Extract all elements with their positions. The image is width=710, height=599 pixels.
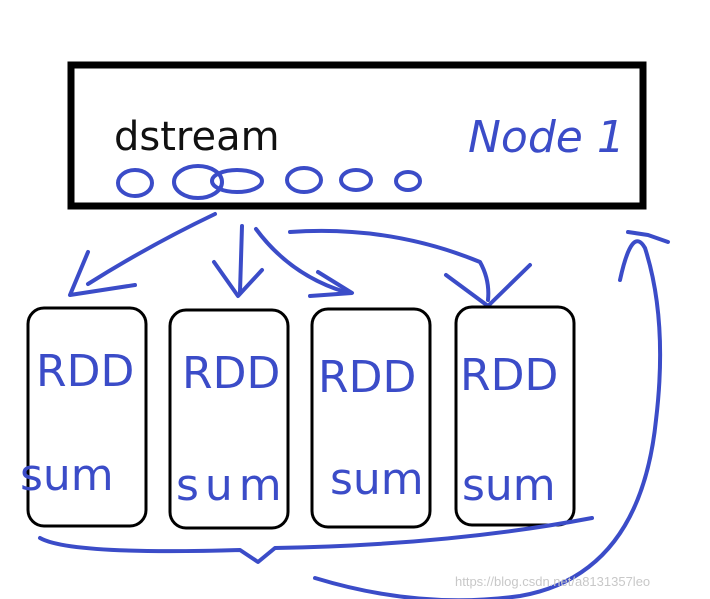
rdd-box-4 <box>454 305 576 527</box>
batch-oval <box>172 164 224 200</box>
batch-oval <box>116 168 154 198</box>
batch-oval <box>339 168 373 192</box>
batch-oval <box>394 170 422 192</box>
rdd-row: RDD RDD RDD RDD sum sum sum sum <box>20 305 576 530</box>
rdd-label: RDD <box>182 348 280 399</box>
dstream-label: dstream <box>114 114 280 160</box>
arrowhead <box>68 250 137 297</box>
arrowhead <box>308 270 354 298</box>
rdd-box-2 <box>168 308 290 530</box>
rdd-box-3 <box>310 307 432 529</box>
arrow-to-rdd-2 <box>238 224 244 294</box>
rdd-box-1 <box>26 306 148 528</box>
watermark-text: https://blog.csdn.net/a8131357leo <box>455 574 650 589</box>
arrow-to-rdd-4 <box>288 228 491 302</box>
sum-label: sum <box>462 460 556 511</box>
arrow-to-rdd-1 <box>86 212 217 286</box>
feedback-arrowhead <box>626 230 670 244</box>
sum-label: sum <box>330 454 424 505</box>
node-box <box>67 61 647 210</box>
dstream-batches <box>116 164 422 200</box>
sum-label: sum <box>176 460 288 511</box>
arrow-to-rdd-3 <box>254 227 347 294</box>
feedback-curve <box>313 239 663 599</box>
rdd-label: RDD <box>318 352 416 403</box>
dispatch-arrows <box>68 212 532 308</box>
batch-oval <box>210 168 264 194</box>
aggregate-arrow <box>38 230 670 599</box>
rdd-label: RDD <box>460 350 558 401</box>
sum-label: sum <box>20 450 114 501</box>
node-name-label: Node 1 <box>468 112 625 163</box>
batch-oval <box>285 166 323 194</box>
bottom-brace <box>38 516 594 564</box>
rdd-label: RDD <box>36 346 134 397</box>
arrowhead <box>212 260 264 298</box>
